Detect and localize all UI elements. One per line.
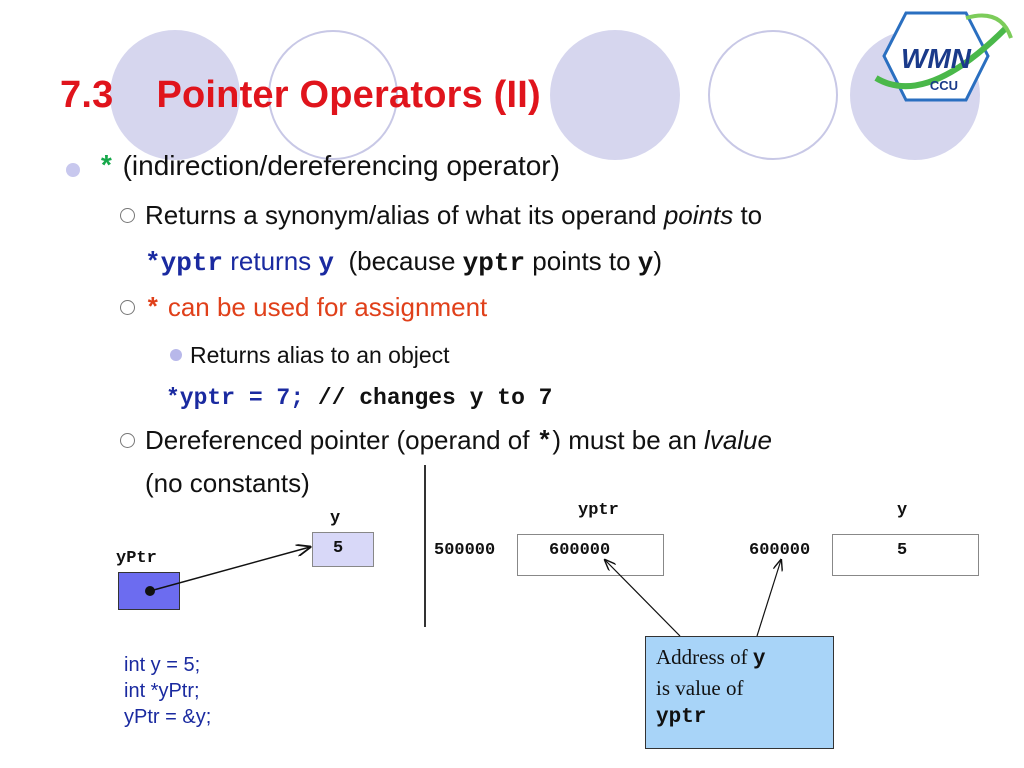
- text: points to: [525, 246, 638, 276]
- bullet-text: can be used for assignment: [160, 292, 488, 322]
- y-memory-cell: 5: [312, 532, 374, 567]
- callout-line: yptr: [656, 706, 707, 729]
- bullet-text: Returns a synonym/alias of what its oper…: [145, 200, 664, 230]
- yptr-variable-label: yPtr: [116, 549, 157, 568]
- bullet-text: Dereferenced pointer (operand of: [145, 425, 537, 455]
- logo-text: WMN: [901, 43, 972, 74]
- code-text: yptr: [462, 248, 526, 278]
- bullet-level2-continuation: (no constants): [145, 468, 310, 498]
- y-value-right: 5: [897, 541, 908, 560]
- yptr-column-label: yptr: [578, 501, 619, 520]
- operator-symbol: *: [145, 294, 161, 324]
- text: ): [653, 246, 663, 276]
- code-block: int y = 5; int *yPtr; yPtr = &y;: [124, 652, 211, 730]
- bullet-level2-continuation: *yptr returns y (because yptr points to …: [145, 246, 662, 278]
- wmn-logo: WMN CCU: [874, 11, 1013, 102]
- yptr-memory-cell: [118, 572, 180, 610]
- italic-text: lvalue: [704, 425, 772, 455]
- bullet-level2: * can be used for assignment: [145, 292, 487, 324]
- bullet-ring-icon: [120, 433, 135, 448]
- decorative-circle: [550, 30, 680, 160]
- bullet-text: to: [733, 200, 763, 230]
- y-value-box: [832, 534, 979, 576]
- decorative-circle: [268, 30, 398, 160]
- code-text: *yptr: [145, 248, 224, 278]
- decorative-circle: [110, 30, 240, 160]
- code-text: *yptr = 7;: [166, 385, 305, 411]
- yptr-value: 600000: [549, 541, 611, 560]
- decorative-circle: [708, 30, 838, 160]
- bullet-dot-icon: [66, 163, 80, 177]
- slide-title: 7.3 Pointer Operators (II): [60, 74, 541, 116]
- y-address: 600000: [749, 541, 811, 560]
- code-comment: // changes y to 7: [304, 385, 553, 411]
- text: returns: [223, 246, 319, 276]
- bullet-level3: Returns alias to an object: [190, 342, 450, 368]
- callout-line: is value of: [656, 676, 744, 700]
- bullet-ring-icon: [120, 208, 135, 223]
- logo-subtext: CCU: [930, 78, 958, 93]
- bullet-small-icon: [170, 349, 182, 361]
- y-variable-label: y: [330, 509, 341, 528]
- callout-line: Address of y: [656, 643, 823, 674]
- bullet-level2: Dereferenced pointer (operand of *) must…: [145, 425, 772, 457]
- code-text: y: [752, 648, 766, 671]
- divider: [424, 465, 426, 627]
- code-line: *yptr = 7; // changes y to 7: [166, 385, 552, 411]
- code-line: int y = 5;: [124, 654, 201, 676]
- code-text: y: [637, 248, 654, 278]
- code-text: y: [318, 248, 334, 278]
- y-value: 5: [333, 539, 344, 558]
- operator-symbol: *: [98, 153, 115, 184]
- text: (because: [334, 246, 463, 276]
- y-column-label: y: [897, 501, 908, 520]
- code-line: int *yPtr;: [124, 680, 200, 702]
- callout-box: Address of y is value of yptr: [645, 636, 834, 749]
- bullet-text: (indirection/dereferencing operator): [122, 150, 560, 181]
- bullet-level1: * (indirection/dereferencing operator): [98, 150, 560, 184]
- bullet-level2: Returns a synonym/alias of what its oper…: [145, 200, 762, 231]
- operator-symbol: *: [536, 427, 553, 457]
- callout-arrow: [756, 560, 781, 637]
- yptr-address: 500000: [434, 541, 496, 560]
- bullet-ring-icon: [120, 300, 135, 315]
- italic-text: points: [663, 200, 734, 230]
- callout-text: Address of: [656, 645, 753, 669]
- code-line: yPtr = &y;: [124, 706, 212, 728]
- bullet-text: ) must be an: [552, 425, 705, 455]
